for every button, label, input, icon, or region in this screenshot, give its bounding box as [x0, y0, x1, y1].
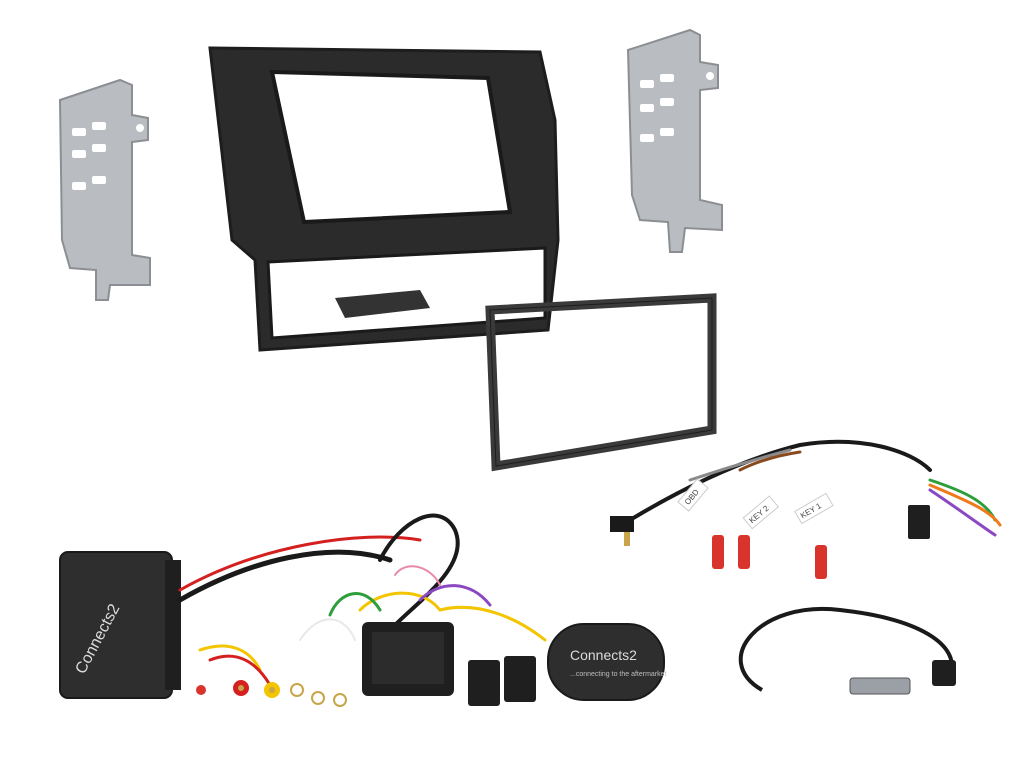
spade-terminal [196, 685, 206, 695]
wire-yellow [358, 591, 442, 612]
red-crimp-connectors [712, 535, 827, 579]
wire-green [328, 592, 382, 617]
fascia-panel [208, 46, 560, 352]
terminal-white [333, 693, 347, 707]
interface-module: Connects2 [59, 551, 181, 699]
bracket-slot [640, 104, 654, 112]
trim-surround [485, 293, 717, 472]
antenna-socket [932, 660, 956, 686]
bracket-slot [72, 182, 86, 190]
left-mounting-bracket [58, 78, 151, 301]
terminal-white [290, 683, 304, 697]
bracket-slot [92, 176, 106, 184]
wire-orange [928, 483, 1002, 527]
wire-purple [928, 488, 997, 537]
fascia-clip [335, 290, 430, 318]
wire-yellow [198, 644, 262, 672]
bracket-hole [136, 124, 144, 132]
rca-connectors [196, 680, 347, 707]
wire-grey [688, 448, 792, 482]
bracket-slot [640, 134, 654, 142]
audio-jack [610, 516, 634, 546]
steering-control-lead [628, 439, 1002, 537]
fascia-screen-opening [269, 69, 513, 225]
wire-tags: OBD KEY 2 KEY 1 [677, 478, 834, 530]
antenna-adapter [738, 606, 956, 695]
antenna-plug [849, 677, 911, 695]
wiring-harness [177, 513, 547, 687]
bracket-slot [660, 98, 674, 106]
bracket-slot [660, 128, 674, 136]
bracket-hole [706, 72, 714, 80]
patch-lead-module: Connects2 ...connecting to the aftermark… [547, 623, 667, 701]
quadlock-connector [362, 622, 454, 696]
bracket-slot [92, 144, 106, 152]
bracket-slot [72, 150, 86, 158]
wire-purple [418, 584, 492, 607]
bracket-slot [92, 122, 106, 130]
right-mounting-bracket [626, 28, 723, 253]
module-connector-side [165, 560, 181, 690]
bracket-slot [660, 74, 674, 82]
wire-red [208, 654, 272, 687]
bracket-slot [640, 80, 654, 88]
iso-connectors [468, 656, 536, 706]
terminal-white [311, 691, 325, 705]
brand-logo-text: Connects2 [570, 647, 637, 663]
multi-pin-plug [908, 505, 930, 539]
bracket-slot [72, 128, 86, 136]
wire-black [177, 549, 393, 603]
wire-yellow [438, 605, 547, 642]
wire-pink [394, 565, 441, 586]
brand-tagline: ...connecting to the aftermarket [570, 671, 667, 678]
wire-brown [738, 450, 802, 472]
wire-black [628, 439, 932, 522]
wire-white [299, 618, 356, 641]
